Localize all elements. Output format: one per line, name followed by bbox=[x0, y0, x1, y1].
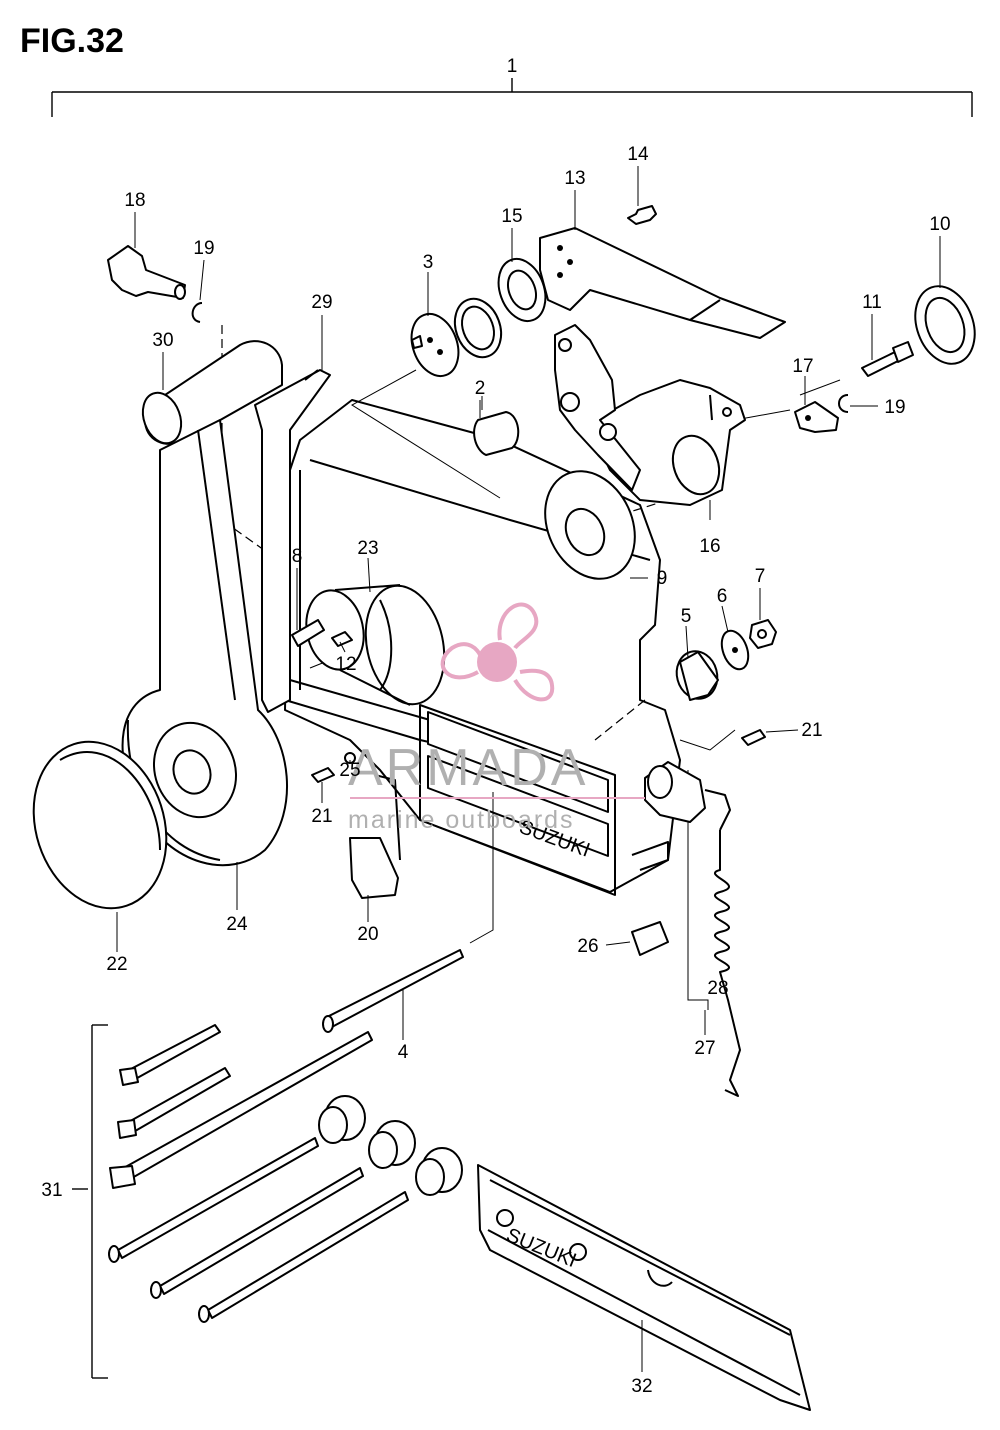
part-23-drum bbox=[305, 584, 446, 706]
part-27-stop-switch bbox=[644, 761, 731, 831]
callout-26: 26 bbox=[577, 936, 598, 957]
part-12-screw bbox=[331, 631, 353, 647]
part-22-hub-cover bbox=[32, 740, 168, 910]
part-11-bolt bbox=[861, 341, 914, 377]
callout-25: 25 bbox=[339, 760, 360, 781]
callout-6: 6 bbox=[717, 586, 728, 607]
part-5-mount bbox=[675, 650, 719, 701]
callout-22: 22 bbox=[106, 954, 127, 975]
callout-18: 18 bbox=[124, 190, 145, 211]
callout-21-left: 21 bbox=[311, 806, 332, 827]
callout-5: 5 bbox=[681, 606, 692, 627]
part-10-collar bbox=[914, 285, 976, 365]
part-20-cover bbox=[349, 774, 401, 899]
part-26-cap bbox=[631, 921, 669, 956]
part-19-clip-left bbox=[191, 302, 203, 323]
callout-24: 24 bbox=[226, 914, 248, 935]
callout-29: 29 bbox=[311, 292, 332, 313]
part-21-screw-right bbox=[741, 729, 766, 746]
callout-4: 4 bbox=[398, 1042, 409, 1063]
part-21-screw-left bbox=[311, 767, 335, 783]
part-3-cam bbox=[410, 313, 460, 377]
callout-7: 7 bbox=[755, 566, 766, 587]
part-18-knob bbox=[107, 245, 186, 300]
callout-28: 28 bbox=[707, 978, 728, 999]
part-13-bracket bbox=[539, 227, 786, 339]
callout-31: 31 bbox=[41, 1180, 62, 1201]
part-14-screw bbox=[627, 205, 657, 225]
callout-32: 32 bbox=[631, 1376, 652, 1397]
callout-numbers: 1 2 3 4 5 6 7 8 9 10 11 12 13 14 15 16 1… bbox=[41, 56, 950, 1397]
callout-16: 16 bbox=[699, 536, 720, 557]
part-17-block bbox=[794, 401, 839, 433]
callout-23: 23 bbox=[357, 538, 378, 559]
callout-21-right: 21 bbox=[801, 720, 822, 741]
callout-11: 11 bbox=[862, 292, 882, 313]
callout-lines bbox=[116, 166, 941, 1372]
part-29-lock-rod bbox=[254, 369, 331, 713]
watermark: ARMADA marine outboards bbox=[348, 602, 645, 834]
part-8-pin bbox=[291, 619, 325, 647]
part-32-plate: SUZUKI bbox=[477, 1164, 811, 1411]
callout-12: 12 bbox=[335, 654, 356, 675]
callout-13: 13 bbox=[564, 168, 585, 189]
part-24-lever-arm bbox=[121, 419, 288, 867]
callout-2: 2 bbox=[475, 378, 486, 399]
callout-3: 3 bbox=[423, 252, 434, 273]
watermark-logo-icon bbox=[440, 602, 555, 702]
callout-19-right: 19 bbox=[884, 397, 905, 418]
watermark-tagline: marine outboards bbox=[348, 806, 575, 834]
assembly-bracket bbox=[51, 78, 973, 117]
part-6-washer bbox=[720, 629, 750, 671]
part-28-lanyard bbox=[714, 830, 741, 1097]
figure-title: FIG.32 bbox=[20, 22, 124, 60]
callout-8: 8 bbox=[292, 546, 303, 567]
part-9-washer bbox=[544, 470, 636, 580]
watermark-brand: ARMADA bbox=[348, 739, 588, 797]
part-7-nut bbox=[749, 619, 777, 649]
cam-arm bbox=[554, 324, 641, 491]
part-19-clip-right bbox=[838, 394, 849, 413]
part-31-kit bbox=[108, 1024, 463, 1323]
callout-27: 27 bbox=[694, 1038, 715, 1059]
callout-19-left: 19 bbox=[193, 238, 214, 259]
callout-14: 14 bbox=[627, 144, 649, 165]
part-2-spring bbox=[473, 411, 520, 456]
part-30-grip bbox=[141, 340, 283, 445]
kit-bracket bbox=[72, 1024, 108, 1379]
part-4-long-screw bbox=[322, 949, 464, 1033]
callout-1: 1 bbox=[507, 56, 518, 77]
callout-30: 30 bbox=[152, 330, 173, 351]
callout-10: 10 bbox=[929, 214, 950, 235]
callout-17: 17 bbox=[792, 356, 813, 377]
callout-9: 9 bbox=[657, 568, 668, 589]
callout-15: 15 bbox=[501, 206, 522, 227]
callout-20: 20 bbox=[357, 924, 378, 945]
